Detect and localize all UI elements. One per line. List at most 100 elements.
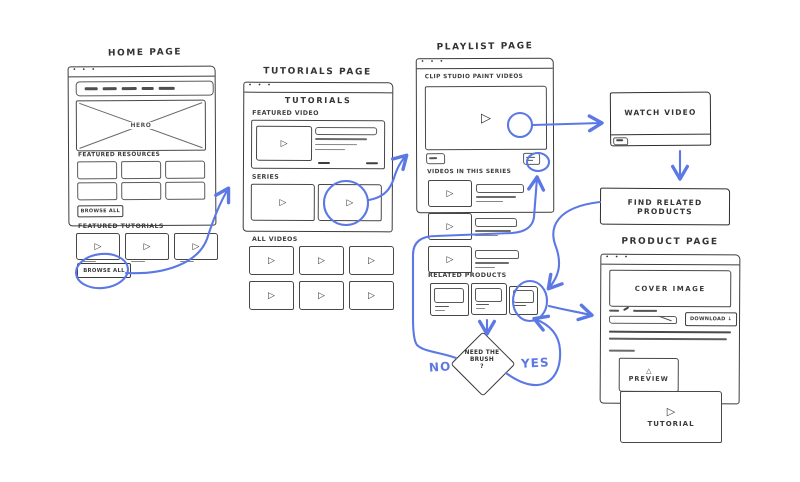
resource-card[interactable] (77, 161, 118, 180)
browse-all-resources-button[interactable]: BROWSE ALL (77, 205, 124, 218)
nav-link[interactable] (141, 86, 154, 91)
home-nav-bar[interactable] (75, 80, 214, 97)
product-image-placeholder (434, 288, 464, 303)
playlist-page-title: PLAYLIST PAGE (436, 41, 534, 53)
nav-link[interactable] (102, 86, 117, 91)
find-related-products-step[interactable]: FIND RELATED PRODUCTS (599, 187, 731, 226)
video-thumbnail[interactable]: ▷ (125, 233, 169, 260)
resource-card[interactable] (77, 182, 118, 201)
text-line (476, 196, 516, 198)
product-image-placeholder (475, 288, 502, 302)
text-line (435, 306, 449, 308)
play-icon: ▷ (280, 138, 288, 149)
series-video-thumbnail[interactable]: ▷ (250, 183, 315, 221)
text-line (476, 304, 489, 306)
playlist-window-bar: • • • (416, 58, 553, 70)
preview-label: PREVIEW (628, 374, 669, 383)
hero-label: HERO (127, 121, 155, 130)
play-icon: ▷ (318, 290, 325, 301)
meta-dash (365, 162, 378, 165)
resource-card[interactable] (121, 160, 162, 180)
preview-box[interactable]: △ PREVIEW (618, 357, 679, 393)
arrow-find-products-to-card (546, 200, 602, 291)
series-list-thumbnail[interactable]: ▷ (428, 246, 472, 273)
cover-image-placeholder: COVER IMAGE (609, 269, 732, 308)
nav-link[interactable] (158, 86, 175, 91)
watch-video-step[interactable]: WATCH VIDEO (609, 91, 712, 147)
product-card-circled[interactable] (509, 286, 538, 315)
home-page-window: • • • HERO FEATURED RESOURCES BROWSE ALL (67, 65, 217, 227)
video-thumbnail[interactable]: ▷ (299, 281, 344, 310)
decision-no-label: NO (428, 359, 452, 375)
resource-card[interactable] (121, 181, 162, 201)
home-page-title: HOME PAGE (107, 47, 183, 59)
nav-link[interactable] (84, 86, 98, 91)
decision-question-line: NEED THE (464, 350, 500, 356)
player-control-chip[interactable] (426, 153, 446, 165)
video-thumbnail[interactable]: ▷ (249, 281, 294, 310)
product-image-placeholder (513, 290, 534, 303)
browse-all-tutorials-button[interactable]: BROWSE ALL (77, 263, 131, 278)
playlist-toggle-chip-circled[interactable] (523, 152, 541, 165)
play-icon: ▷ (192, 241, 200, 252)
text-line (608, 337, 727, 341)
scrubber-bar[interactable] (609, 315, 678, 325)
videos-in-series-label: VIDEOS IN THIS SERIES (427, 168, 512, 176)
video-player[interactable]: ▷ (424, 85, 548, 151)
text-line (315, 148, 346, 151)
product-page-title: PRODUCT PAGE (621, 236, 719, 248)
player-chip-icon[interactable] (613, 136, 629, 145)
text-line (475, 262, 509, 264)
tutorials-page-title: TUTORIALS PAGE (263, 66, 372, 78)
play-icon: ▷ (446, 254, 454, 265)
series-list-thumbnail[interactable]: ▷ (428, 213, 472, 240)
series-video-thumbnail-circled[interactable]: ▷ (317, 183, 382, 222)
home-hero-placeholder: HERO (75, 99, 207, 152)
decision-question: NEED THE BRUSH ? (450, 350, 514, 371)
product-card[interactable] (471, 283, 507, 315)
text-line (435, 310, 445, 312)
tutorials-heading: TUTORIALS (284, 95, 352, 106)
playlist-icon (526, 156, 536, 158)
text-line (315, 143, 358, 146)
play-icon: ▷ (446, 188, 454, 199)
rating-scribble (623, 306, 630, 312)
featured-video-card[interactable]: ▷ (250, 119, 386, 170)
video-thumbnail[interactable]: ▷ (174, 233, 218, 260)
text-line (608, 330, 731, 334)
play-icon: ▷ (94, 241, 102, 252)
download-label: DOWNLOAD (689, 316, 726, 323)
nav-link[interactable] (121, 86, 137, 91)
tutorials-page-window: • • • TUTORIALS FEATURED VIDEO ▷ SERIES … (242, 81, 394, 233)
series-list-thumbnail[interactable]: ▷ (428, 180, 472, 207)
series-label: SERIES (251, 173, 280, 181)
chip-glyph-icon (616, 139, 624, 142)
featured-resources-label: FEATURED RESOURCES (78, 151, 161, 159)
arrow-decision-yes-to-card (504, 314, 562, 387)
tutorial-video-box[interactable]: ▷ TUTORIAL (620, 391, 722, 443)
series-list-title-bar (476, 184, 524, 193)
series-list-title-bar (475, 218, 517, 227)
video-thumbnail[interactable]: ▷ (349, 246, 394, 275)
decision-question-line: BRUSH (469, 357, 495, 363)
video-thumbnail[interactable]: ▷ (76, 233, 120, 260)
text-line (514, 305, 526, 307)
chip-glyph-icon (429, 156, 438, 160)
video-thumbnail[interactable]: ▷ (249, 246, 294, 275)
decision-yes-label: YES (520, 355, 550, 371)
decision-question-line: ? (480, 364, 484, 370)
video-thumbnail[interactable]: ▷ (349, 281, 394, 310)
video-thumbnail[interactable]: ▷ (299, 246, 344, 275)
product-page-window: • • • COVER IMAGE DOWNLOAD ↓ △ PREVIEW (599, 253, 741, 405)
resource-card[interactable] (165, 181, 206, 200)
rating-scribble (633, 309, 658, 312)
video-thumbnail[interactable]: ▷ (255, 125, 313, 161)
resource-card[interactable] (165, 160, 206, 179)
window-dots-icon: • • • (420, 58, 446, 66)
tutorials-window-bar: • • • (244, 82, 393, 94)
download-button[interactable]: DOWNLOAD ↓ (685, 312, 738, 327)
find-related-products-label: FIND RELATED PRODUCTS (627, 197, 703, 216)
product-card[interactable] (430, 283, 469, 316)
play-icon: ▷ (268, 290, 275, 301)
window-dots-icon: • • • (72, 66, 98, 74)
